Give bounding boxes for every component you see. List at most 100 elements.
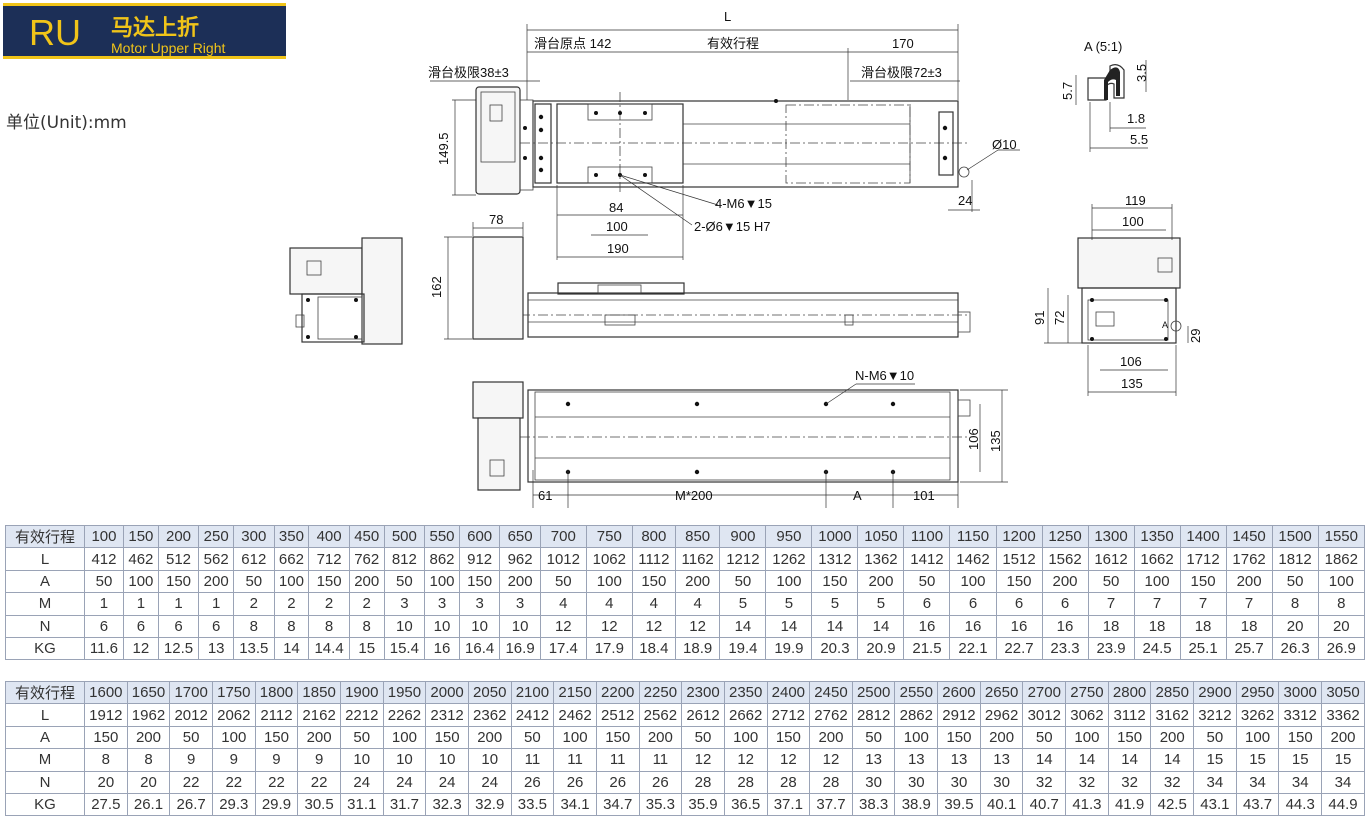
dim-origin: 滑台原点 142 [534, 36, 611, 51]
table-cell: 3050 [1321, 680, 1365, 705]
table-cell: 2 [348, 592, 385, 616]
dim-1-8: 1.8 [1127, 111, 1145, 126]
table-cell: 2 [308, 592, 350, 616]
table-cell: 1462 [949, 547, 997, 571]
table-cell: 750 [585, 524, 633, 549]
dim-holes-1: 4-M6▼15 [715, 196, 772, 211]
table-cell: 1762 [1225, 547, 1273, 571]
table-cell: 1062 [585, 547, 633, 571]
table-cell: 800 [631, 524, 676, 549]
table-cell: 3000 [1278, 680, 1323, 705]
table-cell: 29.3 [211, 792, 256, 817]
table-cell: 34 [1278, 770, 1323, 794]
table-cell: 33.5 [510, 792, 555, 817]
table-cell: 16 [424, 636, 460, 661]
table-cell: 962 [499, 547, 541, 571]
table-cell: 12 [674, 614, 721, 638]
table-cell: 26.3 [1271, 636, 1319, 661]
table-cell: 100 [273, 569, 310, 594]
table-cell: 100 [723, 725, 768, 750]
table-cell: 6 [122, 614, 159, 638]
dim-135: 135 [1121, 376, 1143, 391]
table-cell: 1112 [631, 547, 676, 571]
table-cell: 7 [1087, 592, 1135, 616]
table-cell: 27.5 [84, 792, 128, 817]
table-cell: 2662 [723, 703, 768, 727]
table-cell: 1312 [811, 547, 859, 571]
table-cell: 1300 [1087, 524, 1135, 549]
table-cell: 200 [979, 725, 1024, 750]
table-cell: 200 [857, 569, 905, 594]
table-cell: 38.3 [851, 792, 896, 817]
table-cell: 150 [766, 725, 811, 750]
table-cell: 11 [553, 748, 597, 772]
table-cell: 712 [308, 547, 350, 571]
table-cell: 2362 [467, 703, 512, 727]
table-cell: 2762 [809, 703, 853, 727]
table-cell: 10 [382, 748, 427, 772]
table-cell: 100 [1317, 569, 1366, 594]
table-cell: 13 [198, 636, 235, 661]
dim-72: 72 [1052, 311, 1067, 325]
table-cell: 12 [122, 636, 159, 661]
table-cell: 1812 [1271, 547, 1319, 571]
table-cell: 9 [211, 748, 256, 772]
table-cell: 8 [1271, 592, 1319, 616]
table-cell: 29.9 [254, 792, 299, 817]
table-cell: 12 [539, 614, 587, 638]
row-label: 有效行程 [5, 680, 85, 705]
table-cell: 1400 [1179, 524, 1227, 549]
bottom-view: N-M6▼10 106 135 61 M*200 A 101 [472, 368, 1008, 508]
table-cell: 24 [425, 770, 469, 794]
table-cell: 3262 [1235, 703, 1280, 727]
table-cell: 1862 [1317, 547, 1366, 571]
table-cell: 40.1 [979, 792, 1024, 817]
table-cell: 2862 [894, 703, 939, 727]
table-cell: 100 [211, 725, 256, 750]
table-cell: 1100 [903, 524, 951, 549]
table-cell: 4 [585, 592, 633, 616]
side-view: 78 162 [429, 212, 971, 340]
table-cell: 2012 [169, 703, 213, 727]
table-cell: 6 [995, 592, 1043, 616]
table-cell: 14.4 [308, 636, 350, 661]
table-cell: 2950 [1235, 680, 1280, 705]
left-end-view [289, 237, 403, 345]
table-cell: 2150 [553, 680, 597, 705]
dim-m200: M*200 [675, 488, 713, 503]
table-cell: 12 [681, 748, 725, 772]
table-cell: 38.9 [894, 792, 939, 817]
dim-106-vertical: 106 [966, 428, 981, 450]
table-cell: 200 [674, 569, 721, 594]
table-cell: 762 [348, 547, 385, 571]
table-cell: 10 [424, 614, 460, 638]
mark-a: A [1162, 320, 1168, 330]
table-cell: 15 [1278, 748, 1323, 772]
table-cell: 50 [1022, 725, 1067, 750]
table-cell: 13 [851, 748, 896, 772]
model-title-cn: 马达上折 [111, 16, 200, 41]
table-cell: 22 [169, 770, 213, 794]
table-cell: 18 [1133, 614, 1181, 638]
table-cell: 20 [126, 770, 171, 794]
table-cell: 41.3 [1065, 792, 1109, 817]
table-cell: 30 [937, 770, 981, 794]
table-cell: 1350 [1133, 524, 1181, 549]
table-cell: 1012 [539, 547, 587, 571]
dim-5-7: 5.7 [1060, 82, 1075, 100]
table-cell: 16 [949, 614, 997, 638]
dim-100: 100 [606, 219, 628, 234]
table-cell: 28 [766, 770, 811, 794]
table-cell: 1 [157, 592, 200, 616]
table-cell: 2450 [809, 680, 853, 705]
table-cell: 50 [84, 569, 124, 594]
table-cell: 5 [719, 592, 767, 616]
table-cell: 1662 [1133, 547, 1181, 571]
table-cell: 4 [631, 592, 676, 616]
table-cell: 50 [233, 569, 275, 594]
table-cell: 2462 [553, 703, 597, 727]
table-cell: 3 [383, 592, 426, 616]
